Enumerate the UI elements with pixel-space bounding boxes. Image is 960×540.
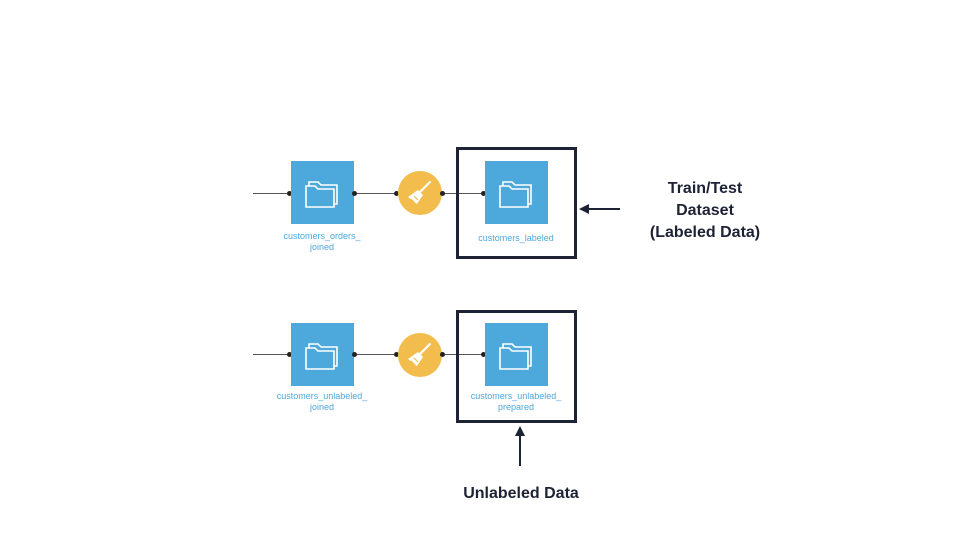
- input-edge: [253, 354, 291, 355]
- highlight-box-labeled: [456, 147, 577, 259]
- broom-icon: [408, 342, 432, 366]
- edge: [354, 354, 398, 355]
- dataset-label: customers_labeled: [478, 233, 554, 243]
- connector-dot: [287, 191, 292, 196]
- connector-dot: [440, 191, 445, 196]
- highlight-box-unlabeled: [456, 310, 577, 423]
- prepare-recipe-node[interactable]: [398, 171, 442, 215]
- edge: [354, 193, 398, 194]
- arrow-left-icon: [579, 204, 620, 214]
- dataset-node-customers-unlabeled-prepared[interactable]: [485, 323, 548, 386]
- folder-icon: [304, 180, 338, 208]
- connector-dot: [352, 352, 357, 357]
- folder-icon: [498, 342, 532, 370]
- dataset-label: customers_unlabeled_ prepared: [470, 391, 562, 412]
- unlabeled-annotation: Unlabeled Data: [463, 485, 579, 502]
- connector-dot: [352, 191, 357, 196]
- input-edge: [253, 193, 291, 194]
- edge: [442, 354, 485, 355]
- connector-dot: [287, 352, 292, 357]
- prepare-recipe-node[interactable]: [398, 333, 442, 377]
- dataset-node-customers-unlabeled-joined[interactable]: [291, 323, 354, 386]
- broom-icon: [408, 180, 432, 204]
- folder-icon: [304, 342, 338, 370]
- connector-dot: [440, 352, 445, 357]
- dataset-label: customers_orders_ joined: [283, 231, 361, 252]
- connector-dot: [394, 191, 399, 196]
- train-test-annotation: Train/Test Dataset (Labeled Data): [649, 180, 761, 241]
- edge: [442, 193, 485, 194]
- connector-dot: [481, 352, 486, 357]
- folder-icon: [498, 180, 532, 208]
- connector-dot: [394, 352, 399, 357]
- dataset-label: customers_unlabeled_ joined: [276, 391, 368, 412]
- connector-dot: [481, 191, 486, 196]
- dataset-node-customers-labeled[interactable]: [485, 161, 548, 224]
- arrow-up-icon: [515, 426, 525, 466]
- dataset-node-customers-orders-joined[interactable]: [291, 161, 354, 224]
